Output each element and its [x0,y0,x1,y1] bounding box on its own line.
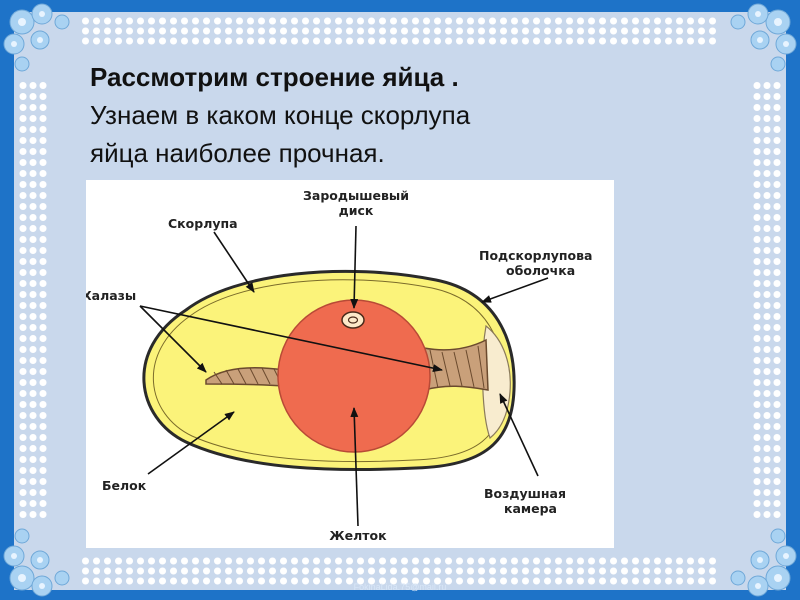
pointer-chalaza-right [139,305,443,373]
label-chalazae: Халазы [86,288,136,303]
egg-structure-diagram: Зародышевый диск Скорлупа Подскорлупова … [86,180,614,548]
pointer-chalaza-left [139,305,207,373]
label-yolk: Желток [329,528,387,543]
flower-decoration-icon [3,528,70,597]
egg-membrane [153,279,505,463]
pointer-membrane [481,277,549,303]
chalaza-left-twist [213,367,283,386]
egg-diagram-svg: Зародышевый диск Скорлупа Подскорлупова … [86,188,592,543]
footer-email: FokinaLida.75@mail.ru [353,582,447,592]
label-white: Белок [102,478,147,493]
pointer-embryo-disc [350,225,359,309]
flower-decoration-icon [730,3,797,72]
label-membrane-1: Подскорлупова [479,248,592,263]
slide-title: Рассмотрим строение яйца . Узнаем в како… [90,58,650,172]
border-dots-top [80,16,720,46]
pointer-white [147,411,235,475]
germinal-disc-center [347,316,359,324]
border-dots-bottom [80,556,720,586]
border-dots-left [18,80,48,520]
flower-decoration-icon [3,3,70,72]
label-membrane-2: оболочка [506,263,575,278]
flower-decoration-icon [730,528,797,597]
pointer-yolk [350,407,359,527]
pointer-shell [213,231,255,293]
label-shell: Скорлупа [168,216,238,231]
label-air-cell-1: Воздушная [484,486,566,501]
label-embryo-disc-1: Зародышевый [303,188,409,203]
border-dots-right [752,80,782,520]
germinal-disc [341,311,365,329]
label-embryo-disc-2: диск [339,203,374,218]
title-line-1: Рассмотрим строение яйца . [90,62,459,92]
title-line-2: Узнаем в каком конце скорлупа [90,100,471,130]
label-air-cell-2: камера [504,501,557,516]
title-line-3: яйца наиболее прочная. [90,138,385,168]
pointer-air-cell [499,393,539,477]
